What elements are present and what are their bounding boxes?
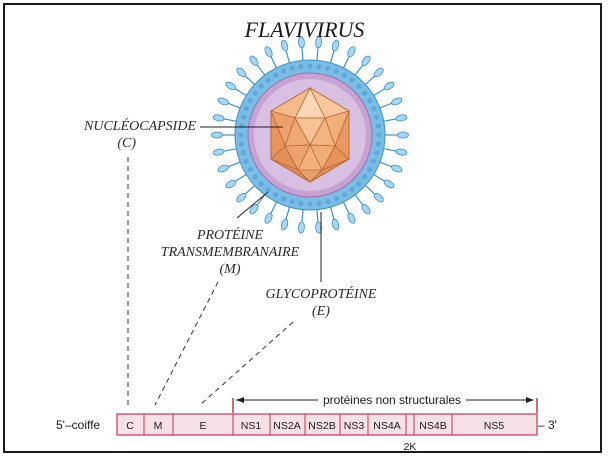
lipid-head — [265, 78, 270, 83]
spike-head — [217, 97, 229, 107]
segment-ns2b: NS2B — [308, 420, 335, 432]
lipid-head — [253, 174, 258, 179]
spike-head — [346, 212, 356, 225]
lipid-head — [316, 201, 321, 206]
lipid-head — [334, 69, 339, 74]
lipid-head — [239, 141, 244, 146]
segment-ns4b: NS4B — [419, 420, 446, 432]
spike-head — [315, 37, 322, 49]
lipid-head — [281, 69, 286, 74]
lipid-head — [316, 64, 321, 69]
nonstructural-bracket: protéines non structurales — [233, 393, 537, 413]
genome-bar: C M E NS1 NS2A NS2B NS3 NS4A NS4B NS5 — [117, 414, 537, 435]
lipid-head — [325, 199, 330, 204]
lipid-head — [356, 84, 361, 89]
spike-head — [213, 114, 225, 122]
envelope-leader — [200, 322, 293, 405]
lipid-head — [253, 90, 258, 95]
lipid-head — [244, 106, 249, 111]
spike-head — [263, 212, 273, 225]
2k-label: 2K — [404, 441, 417, 453]
three-prime-end: – 3' — [538, 418, 557, 432]
glycoprotein-label: GLYCOPROTÉINE (E) — [231, 286, 411, 320]
lipid-head — [241, 115, 246, 120]
segment-e: E — [199, 420, 206, 432]
segment-m: M — [154, 420, 163, 432]
lipid-head — [356, 181, 361, 186]
spike-head — [331, 218, 340, 230]
spike-head — [383, 179, 396, 190]
lipid-head — [362, 174, 367, 179]
lipid-head — [248, 167, 253, 172]
lipid-head — [298, 64, 303, 69]
lipid-head — [349, 78, 354, 83]
lipid-head — [374, 115, 379, 120]
segment-ns2a: NS2A — [273, 420, 300, 432]
lipid-head — [374, 150, 379, 155]
lipid-head — [376, 123, 381, 128]
spike-head — [225, 81, 238, 92]
lipid-head — [265, 187, 270, 192]
lipid-head — [362, 90, 367, 95]
lipid-head — [259, 181, 264, 186]
glycoprotein-label-line1: GLYCOPROTÉINE — [231, 286, 411, 303]
spike-head — [391, 97, 403, 107]
lipid-head — [342, 192, 347, 197]
segment-c: C — [126, 420, 134, 432]
nonstructural-label: protéines non structurales — [323, 393, 461, 407]
glycoprotein-label-line2: (E) — [231, 303, 411, 320]
spike-head — [395, 114, 407, 122]
spike-head — [346, 45, 356, 58]
lipid-head — [342, 73, 347, 78]
lipid-head — [273, 73, 278, 78]
lipid-head — [281, 196, 286, 201]
lipid-head — [367, 167, 372, 172]
segment-ns5: NS5 — [484, 420, 505, 432]
membrane-label-line1: PROTÉINE — [132, 227, 328, 244]
lipid-head — [290, 66, 295, 71]
spike-head — [213, 148, 225, 156]
lipid-head — [371, 159, 376, 164]
nucleocapsid-label-line2: (C) — [48, 135, 196, 152]
segment-ns3: NS3 — [344, 420, 365, 432]
lipid-head — [244, 159, 249, 164]
lipid-head — [349, 187, 354, 192]
spike-head — [217, 164, 229, 174]
lipid-head — [248, 98, 253, 103]
membrane-label-line2: TRANSMEMBRANAIRE — [132, 244, 328, 261]
lipid-head — [334, 196, 339, 201]
lipid-head — [259, 84, 264, 89]
membrane-leader — [155, 282, 218, 405]
spike-head — [225, 179, 238, 190]
lipid-head — [325, 66, 330, 71]
lipid-head — [376, 141, 381, 146]
spike-head — [398, 132, 409, 138]
spike-head — [280, 39, 289, 51]
lipid-head — [238, 132, 243, 137]
spike-head — [331, 39, 340, 51]
lipid-head — [273, 192, 278, 197]
membrane-protein-label: PROTÉINE TRANSMEMBRANAIRE (M) — [132, 227, 328, 278]
lipid-head — [371, 106, 376, 111]
lipid-head — [241, 150, 246, 155]
nucleocapsid-label-line1: NUCLÉOCAPSIDE — [48, 118, 196, 135]
spike-head — [383, 81, 396, 92]
spike-head — [212, 132, 223, 138]
lipid-head — [239, 123, 244, 128]
nucleocapsid-label: NUCLÉOCAPSIDE (C) — [48, 118, 196, 152]
lipid-head — [367, 98, 372, 103]
segment-ns4a: NS4A — [373, 420, 400, 432]
membrane-label-line3: (M) — [132, 261, 328, 278]
lipid-head — [307, 201, 312, 206]
spike-head — [263, 45, 273, 58]
spike-head — [395, 148, 407, 156]
lipid-head — [376, 132, 381, 137]
lipid-head — [290, 199, 295, 204]
segment-ns1: NS1 — [241, 420, 262, 432]
five-prime-cap: 5'–coiffe — [56, 418, 100, 432]
spike-head — [391, 164, 403, 174]
spike-head — [298, 37, 305, 49]
lipid-head — [307, 63, 312, 68]
lipid-head — [298, 201, 303, 206]
